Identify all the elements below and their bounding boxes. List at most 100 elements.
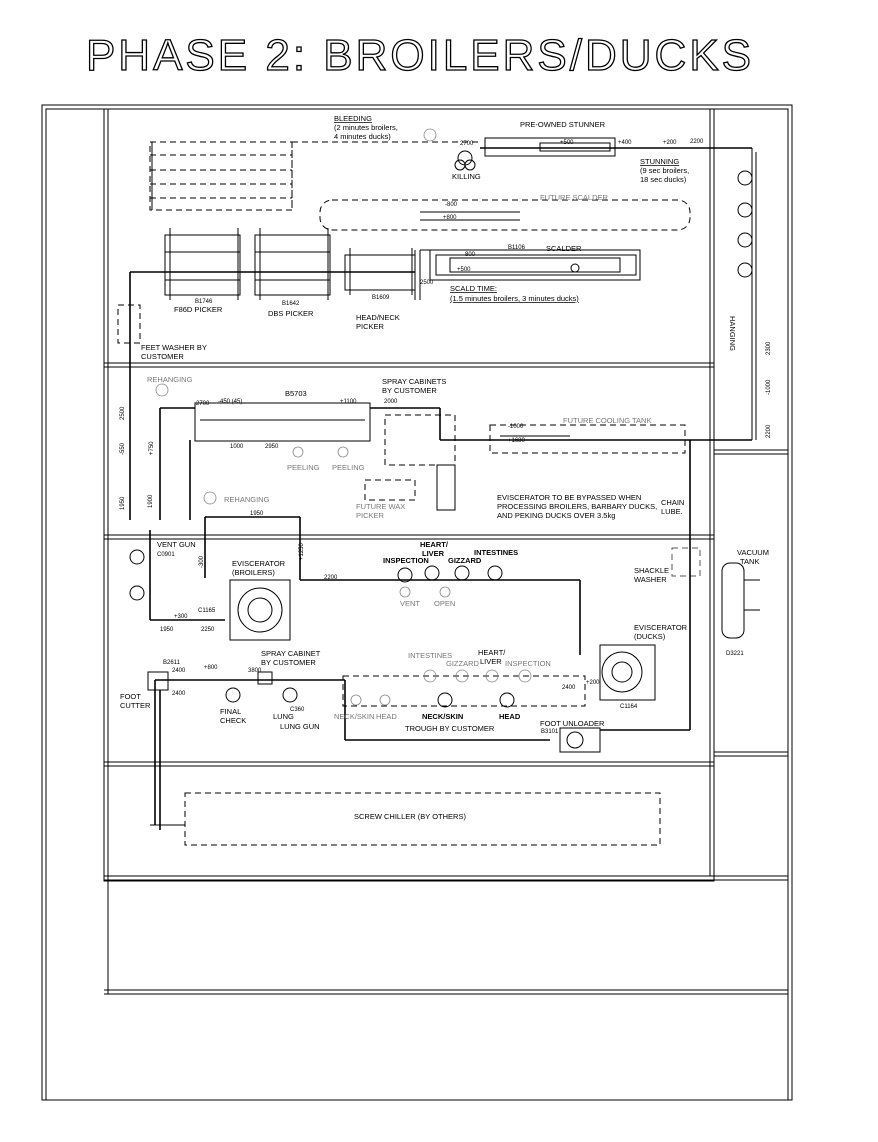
dim-1100: +1100 bbox=[340, 399, 357, 405]
building-outline bbox=[41, 104, 793, 1101]
future-scalder-line bbox=[319, 199, 691, 231]
label-peeling-2: PEELING bbox=[332, 463, 365, 472]
inspection-stations-top bbox=[397, 565, 503, 598]
dim-800-b: 800 bbox=[465, 252, 476, 258]
dim-550: -550 bbox=[120, 442, 126, 455]
dim-2400-c: 2400 bbox=[562, 685, 576, 691]
label-foot-cutter-line2: CUTTER bbox=[120, 701, 151, 710]
scalder-unit bbox=[414, 249, 641, 300]
label-vent: VENT bbox=[400, 599, 420, 608]
label-neck-skin: NECK/SKIN bbox=[422, 712, 463, 721]
dimensions: 2700 +500 +400 +200 2200 -800 +800 800 +… bbox=[120, 139, 772, 697]
label-c1164: C1164 bbox=[620, 704, 638, 710]
dim-1000-hang: -1000 bbox=[766, 379, 772, 395]
trough bbox=[342, 675, 586, 707]
label-pre-owned-stunner: PRE-OWNED STUNNER bbox=[520, 120, 606, 129]
label-f86d-code: B1746 bbox=[195, 299, 213, 305]
dim-1250: +1250 bbox=[299, 542, 305, 560]
shackle-washer bbox=[671, 547, 701, 577]
eviscerator-ducks bbox=[599, 644, 656, 701]
future-cooling-tank bbox=[489, 424, 686, 454]
feet-washer bbox=[117, 304, 141, 344]
label-final-check: FINAL bbox=[220, 707, 241, 716]
label-bypass-note-line3: AND PEKING DUCKS OVER 3.5kg bbox=[497, 511, 615, 520]
label-lung: LUNG bbox=[273, 712, 294, 721]
label-lung-code: C360 bbox=[290, 707, 305, 713]
label-bleeding: BLEEDING bbox=[334, 114, 372, 123]
inspection-stations-bottom bbox=[225, 669, 532, 708]
label-vacuum-tank-line2: TANK bbox=[740, 557, 759, 566]
dim-1950: 1950 bbox=[120, 496, 126, 510]
label-screw-chiller: SCREW CHILLER (BY OTHERS) bbox=[354, 812, 466, 821]
dim-2400-b: 2400 bbox=[172, 691, 186, 697]
dim-2400-a: 2400 bbox=[172, 668, 186, 674]
label-chain-lube: CHAIN bbox=[661, 498, 684, 507]
dim-2950: 2950 bbox=[265, 444, 279, 450]
label-heart-liver-top: HEART/ bbox=[420, 540, 449, 549]
label-open: OPEN bbox=[434, 599, 455, 608]
f86d-picker bbox=[164, 228, 241, 300]
dim-2200-ev: 2200 bbox=[324, 575, 338, 581]
label-head-neck-picker-line2: PICKER bbox=[356, 322, 385, 331]
label-rehanging-top: REHANGING bbox=[147, 375, 193, 384]
drawing-title: PHASE 2: BROILERS/DUCKS bbox=[86, 31, 754, 80]
dim-2700-mid: 2700 bbox=[196, 401, 210, 407]
label-heart-liver-top-line2: LIVER bbox=[422, 549, 445, 558]
label-spray-cabinet: SPRAY CABINET bbox=[261, 649, 321, 658]
dbs-picker bbox=[254, 228, 331, 300]
label-intestines-top: INTESTINES bbox=[474, 548, 518, 557]
label-foot-unloader: FOOT UNLOADER bbox=[540, 719, 605, 728]
stunner-line bbox=[480, 137, 757, 440]
label-gizzard-bottom: GIZZARD bbox=[446, 659, 479, 668]
label-future-wax-line2: PICKER bbox=[356, 511, 385, 520]
dim-2250: 2250 bbox=[201, 627, 215, 633]
label-final-check-line2: CHECK bbox=[220, 716, 246, 725]
label-gizzard-top: GIZZARD bbox=[448, 556, 482, 565]
dim-2000: 2000 bbox=[384, 399, 398, 405]
lower-line bbox=[154, 440, 691, 830]
dim-500: +500 bbox=[560, 140, 574, 146]
label-bleeding-line3: 4 minutes ducks) bbox=[334, 132, 391, 141]
label-feet-washer-line2: CUSTOMER bbox=[141, 352, 184, 361]
killing-station bbox=[454, 150, 476, 171]
label-stunning-line3: 18 sec ducks) bbox=[640, 175, 687, 184]
label-c1165: C1165 bbox=[198, 608, 216, 614]
label-eviscerator-ducks: EVISCERATOR bbox=[634, 623, 688, 632]
labels: BLEEDING (2 minutes broilers, 4 minutes … bbox=[120, 114, 769, 821]
label-shackle-washer: SHACKLE bbox=[634, 566, 669, 575]
dim-2700-top: 2700 bbox=[460, 141, 474, 147]
label-intestines-bottom: INTESTINES bbox=[408, 651, 452, 660]
dim-300-neg: -300 bbox=[199, 555, 205, 568]
label-trough: TROUGH BY CUSTOMER bbox=[405, 724, 495, 733]
label-vacuum-tank: VACUUM bbox=[737, 548, 769, 557]
label-b2611: B2611 bbox=[163, 660, 181, 666]
label-peeling-1: PEELING bbox=[287, 463, 320, 472]
spray-cabinet-lower bbox=[257, 671, 273, 685]
dim-200-top: +200 bbox=[663, 140, 677, 146]
dim-450: -450 (45) bbox=[218, 399, 242, 405]
label-eviscerator-broilers: EVISCERATOR bbox=[232, 559, 286, 568]
dim-1000-mid: 1000 bbox=[230, 444, 244, 450]
vacuum-tank bbox=[721, 562, 760, 639]
dim-400: +400 bbox=[618, 140, 632, 146]
label-scalder: SCALDER bbox=[546, 244, 582, 253]
dim-2200-hang: 2200 bbox=[766, 424, 772, 438]
hanging-stations bbox=[737, 170, 753, 278]
label-scalder-code: B1106 bbox=[508, 245, 526, 251]
foot-cutter bbox=[147, 671, 169, 691]
dim-2500-left: 2500 bbox=[120, 406, 126, 420]
label-bypass-note-line2: PROCESSING BROILERS, BARBARY DUCKS, bbox=[497, 502, 657, 511]
middle-line bbox=[159, 402, 752, 520]
peeling-stations bbox=[155, 383, 349, 505]
label-head: HEAD bbox=[499, 712, 521, 721]
dim-800-neg: -800 bbox=[445, 202, 458, 208]
label-head-neck-picker: HEAD/NECK bbox=[356, 313, 400, 322]
label-killing: KILLING bbox=[452, 172, 481, 181]
label-spray-cabinets-line2: BY CUSTOMER bbox=[382, 386, 437, 395]
label-shackle-washer-line2: WASHER bbox=[634, 575, 667, 584]
bleed-grey-station bbox=[423, 128, 437, 142]
dim-500-scald: +500 bbox=[457, 267, 471, 273]
dim-3800: 3800 bbox=[248, 668, 262, 674]
dim-1950-mid: 1950 bbox=[250, 511, 264, 517]
